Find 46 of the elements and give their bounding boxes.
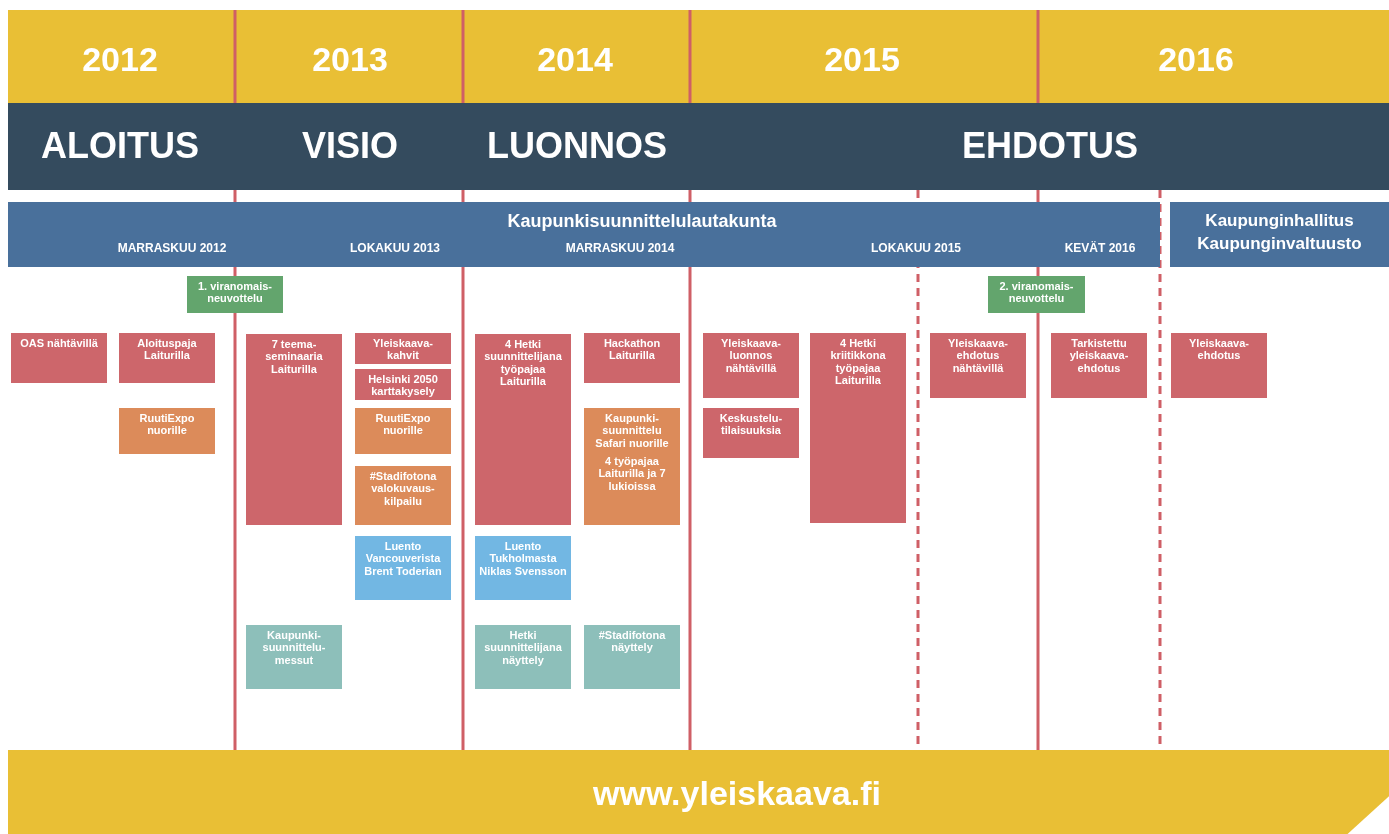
lecture-box: Luento Tukholmasta Niklas Svensson <box>475 536 571 600</box>
body-name: Kaupunginhallitus <box>1204 210 1355 232</box>
date-label: KEVÄT 2016 <box>1064 242 1136 256</box>
exhibition-box: Kaupunki- suunnittelu- messut <box>246 625 342 689</box>
lecture-box: Luento Vancouverista Brent Toderian <box>355 536 451 600</box>
event-box: 4 Hetki kriitikkona työpajaa Laiturilla <box>810 333 906 523</box>
event-box: Aloituspaja Laiturilla <box>119 333 215 383</box>
event-box: Yleiskaava- ehdotus <box>1171 333 1267 398</box>
date-label: MARRASKUU 2012 <box>117 242 227 256</box>
event-box: Tarkistettu yleiskaava- ehdotus <box>1051 333 1147 398</box>
board-band <box>8 202 1160 267</box>
event-box: Hackathon Laiturilla <box>584 333 680 383</box>
box-text: Kaupunki- suunnittelu Safari nuorille <box>594 412 670 449</box>
event-box: OAS nähtävillä <box>11 333 107 383</box>
phase-label: LUONNOS <box>487 125 667 167</box>
phase-label: ALOITUS <box>41 125 199 167</box>
youth-event-box: RuutiExpo nuorille <box>119 408 215 454</box>
year-label: 2016 <box>1158 40 1234 79</box>
youth-event-box <box>584 408 680 525</box>
youth-event-box: RuutiExpo nuorille <box>355 408 451 454</box>
consultation-box: 1. viranomais- neuvottelu <box>187 276 283 313</box>
council-band <box>1170 202 1389 267</box>
year-label: 2014 <box>537 40 613 79</box>
phase-label: EHDOTUS <box>962 125 1138 167</box>
consultation-box: 2. viranomais- neuvottelu <box>988 276 1085 313</box>
event-box: 4 Hetki suunnittelijana työpajaa Laiturilla <box>475 334 571 525</box>
event-box: Yleiskaava- ehdotus nähtävillä <box>930 333 1026 398</box>
exhibition-box: #Stadifotona näyttely <box>584 625 680 689</box>
date-label: MARRASKUU 2014 <box>565 242 675 256</box>
web-address: www.yleiskaava.fi <box>593 774 881 813</box>
event-box: Keskustelu- tilaisuuksia <box>703 408 799 458</box>
box-text: 4 työpajaa Laiturilla ja 7 lukioissa <box>597 454 667 492</box>
exhibition-box: Hetki suunnittelijana näyttely <box>475 625 571 689</box>
youth-event-box: #Stadifotona valokuvaus- kilpailu <box>355 466 451 525</box>
year-label: 2013 <box>312 40 388 79</box>
event-box: Helsinki 2050 karttakysely <box>355 369 451 400</box>
body-name: Kaupunginvaltuusto <box>1196 232 1363 255</box>
date-label: LOKAKUU 2015 <box>871 242 961 256</box>
phase-label: VISIO <box>302 125 398 167</box>
year-label: 2015 <box>824 40 900 79</box>
board-title: Kaupunkisuunnittelulautakunta <box>507 211 777 232</box>
date-label: LOKAKUU 2013 <box>350 242 440 256</box>
event-box: Yleiskaava- luonnos nähtävillä <box>703 333 799 398</box>
event-box: Yleiskaava- kahvit <box>355 333 451 364</box>
event-box: 7 teema- seminaaria Laiturilla <box>246 334 342 525</box>
year-label: 2012 <box>82 40 158 79</box>
